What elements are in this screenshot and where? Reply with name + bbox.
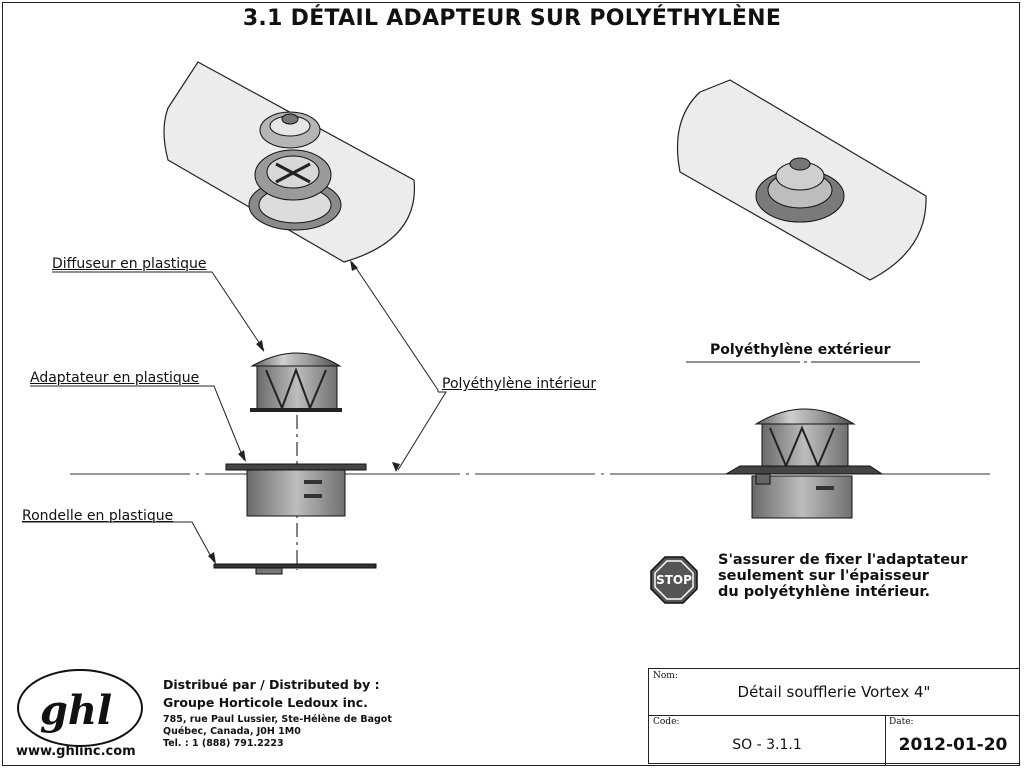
leader-lines — [22, 261, 447, 563]
drawing-title: 3.1 DÉTAIL ADAPTEUR SUR POLYÉTHYLÈNE — [242, 6, 782, 31]
adapter-part — [225, 463, 367, 517]
distributor-address-2: Québec, Canada, J0H 1M0 — [163, 726, 301, 737]
warning-line-1: S'assurer de fixer l'adaptateur — [718, 552, 968, 568]
title-block-name-row: Nom: Détail soufflerie Vortex 4" — [649, 669, 1019, 716]
label-poly-exterieur: Polyéthylène extérieur — [710, 342, 891, 358]
poly-sheet-exploded-iso — [163, 61, 416, 263]
title-block: Nom: Détail soufflerie Vortex 4" Code: S… — [648, 668, 1020, 765]
nom-label: Nom: — [653, 671, 678, 681]
date-value: 2012-01-20 — [898, 735, 1008, 755]
stop-sign-text: STOP — [656, 573, 692, 587]
label-adaptateur: Adaptateur en plastique — [30, 370, 200, 386]
code-value: SO - 3.1.1 — [732, 737, 802, 753]
nom-value: Détail soufflerie Vortex 4" — [737, 683, 931, 701]
distributor-phone: Tel. : 1 (888) 791.2223 — [163, 738, 284, 749]
title-block-divider — [885, 715, 886, 765]
distributor-company: Groupe Horticole Ledoux inc. — [163, 695, 368, 710]
warning-line-2: seulement sur l'épaisseur — [718, 568, 929, 584]
label-poly-interieur: Polyéthylène intérieur — [442, 376, 597, 392]
ghl-logo-text: ghl — [40, 687, 112, 734]
distributor-address-1: 785, rue Paul Lussier, Ste-Hélène de Bag… — [163, 714, 392, 725]
ghl-logo: ghl — [17, 669, 143, 747]
poly-sheet-assembled-iso — [676, 79, 927, 281]
warning-line-3: du polyétyhlène intérieur. — [718, 584, 930, 600]
leader-arrowheads — [208, 260, 400, 564]
diffuser-part — [250, 352, 342, 412]
warning-text: S'assurer de fixer l'adaptateur seulemen… — [718, 552, 968, 600]
distributor-heading: Distribué par / Distributed by : — [163, 677, 380, 692]
date-label: Date: — [889, 717, 914, 727]
code-label: Code: — [653, 717, 680, 727]
label-diffuseur: Diffuseur en plastique — [52, 256, 207, 272]
washer-part — [213, 563, 377, 575]
stop-sign-icon: STOP — [650, 556, 698, 604]
logo-url: www.ghlinc.com — [16, 744, 136, 759]
assembled-unit — [724, 408, 884, 519]
label-rondelle: Rondelle en plastique — [22, 508, 174, 524]
distributor-block: Distribué par / Distributed by : Groupe … — [163, 678, 392, 750]
